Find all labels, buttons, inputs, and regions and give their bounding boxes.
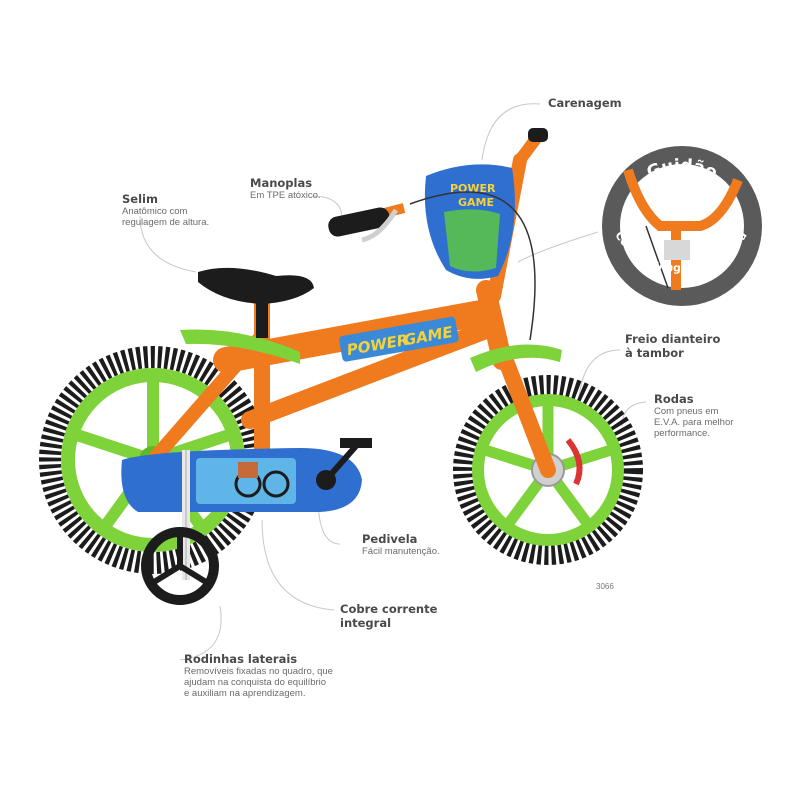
- leader-cobre-corrente: [261, 519, 335, 611]
- callout-manoplas: Manoplas Em TPE atóxico.: [250, 176, 321, 201]
- callout-selim-desc-1: Anatômico com: [122, 206, 188, 217]
- callout-rodinhas-desc-2: ajudam na conquista do equilíbrio: [184, 677, 327, 688]
- plate-game: GAME: [458, 196, 494, 209]
- number-plate: POWER GAME: [424, 164, 515, 279]
- callout-carenagem-title: Carenagem: [548, 96, 622, 110]
- leader-guidao: [517, 231, 599, 263]
- front-tire: [453, 375, 643, 565]
- callout-selim-title: Selim: [122, 192, 158, 206]
- callout-cobre-corrente-title-1: Cobre corrente: [340, 602, 438, 616]
- callout-rodas-desc-3: performance.: [654, 428, 710, 439]
- callout-rodas-desc-2: E.V.A. para melhor: [654, 417, 734, 428]
- crank: [316, 438, 372, 490]
- down-tube: [241, 321, 495, 429]
- callout-cobre-corrente-title-2: integral: [340, 616, 392, 630]
- handlebar-grip: [328, 128, 548, 243]
- callout-rodas: Rodas Com pneus em E.V.A. para melhor pe…: [654, 392, 733, 439]
- callout-freio-title-1: Freio dianteiro: [625, 332, 721, 346]
- badge-handlebar: [623, 168, 743, 231]
- callout-rodas-title: Rodas: [654, 392, 694, 406]
- training-wheel: [141, 450, 219, 605]
- callout-manoplas-title: Manoplas: [250, 176, 313, 190]
- callout-rodinhas-title: Rodinhas laterais: [184, 652, 298, 666]
- callout-rodinhas: Rodinhas laterais Removíveis fixadas no …: [184, 652, 333, 699]
- callout-rodas-desc-1: Com pneus em: [654, 406, 719, 417]
- product-code: 3066: [596, 582, 614, 591]
- seat: [198, 267, 314, 338]
- callout-selim: Selim Anatômico com regulagem de altura.: [122, 192, 209, 228]
- callout-pedivela: Pedivela Fácil manutenção.: [362, 532, 440, 557]
- callout-manoplas-desc-1: Em TPE atóxico.: [250, 190, 321, 201]
- front-fender: [470, 344, 562, 372]
- leader-rodinhas: [179, 605, 222, 661]
- callout-cobre-corrente: Cobre corrente integral: [340, 602, 437, 630]
- callout-carenagem: Carenagem: [548, 96, 622, 110]
- leader-selim: [139, 215, 197, 273]
- rear-fender: [180, 329, 300, 364]
- callout-rodinhas-desc-1: Removíveis fixadas no quadro, que: [184, 666, 333, 677]
- brake-cable: [409, 191, 536, 341]
- chain-guard: [121, 448, 362, 512]
- drum-brake: [565, 438, 583, 486]
- callout-freio-title-2: à tambor: [625, 346, 684, 360]
- callout-rodinhas-desc-3: e auxiliam na aprendizagem.: [184, 688, 306, 699]
- callout-freio: Freio dianteiro à tambor: [625, 332, 720, 360]
- seat-stay: [146, 333, 265, 467]
- leader-lines: [139, 103, 647, 661]
- leader-manoplas: [311, 195, 343, 217]
- front-rim: [472, 394, 624, 546]
- callout-pedivela-desc-1: Fácil manutenção.: [362, 546, 440, 557]
- callout-pedivela-title: Pedivela: [362, 532, 418, 546]
- guidao-badge: Guidão Com regulagem de altura: [602, 146, 762, 306]
- callout-selim-desc-2: regulagem de altura.: [122, 217, 210, 228]
- leader-carenagem: [481, 103, 541, 161]
